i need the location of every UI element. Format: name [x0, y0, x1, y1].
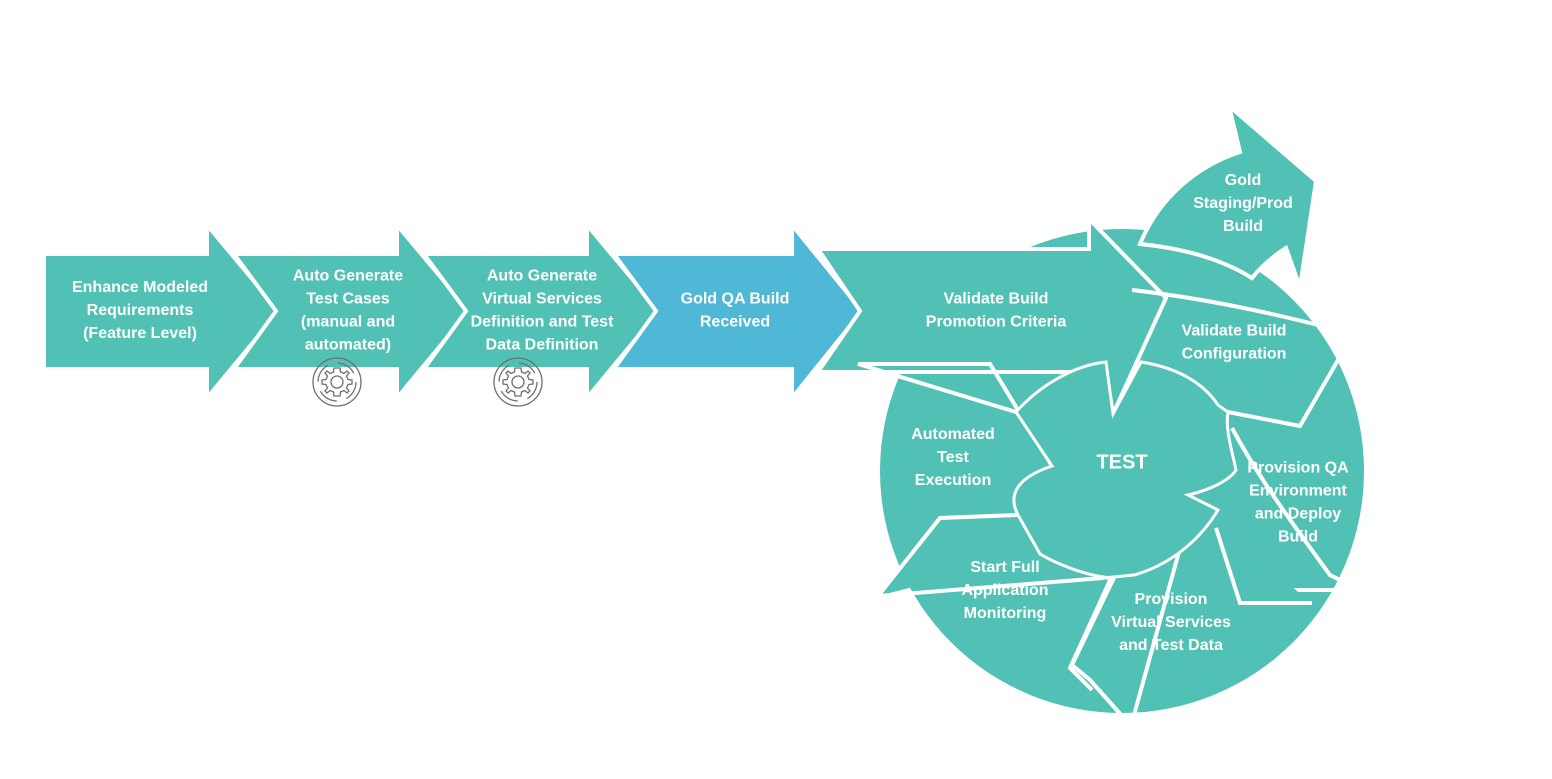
virtual-services-label-line: Auto Generate: [487, 268, 597, 285]
provision-qa-label-line: Environment: [1249, 483, 1347, 500]
validate-configuration-label-line: Validate Build: [1182, 323, 1287, 340]
test-cases-label-line: Auto Generate: [293, 268, 403, 285]
start-monitoring-label-line: Application: [961, 582, 1048, 599]
staging-prod-label-line: Staging/Prod: [1193, 195, 1293, 212]
automated-execution-label-line: Test: [937, 449, 969, 466]
test-cases-label-line: Test Cases: [306, 291, 389, 308]
provision-qa-label-line: Provision QA: [1247, 460, 1349, 477]
staging-prod-label-line: Build: [1223, 218, 1263, 235]
staging-prod-label-line: Gold: [1225, 172, 1261, 189]
validate-configuration-label-line: Configuration: [1182, 346, 1287, 363]
test-center-label: TEST: [1096, 451, 1147, 473]
pipeline-arrow-virtual-services: [420, 219, 662, 404]
virtual-services-label-line: Data Definition: [486, 337, 599, 354]
gold-qa-build-label-line: Gold QA Build: [681, 291, 790, 308]
provision-qa-label-line: Build: [1278, 529, 1318, 546]
start-monitoring-label-line: Start Full: [970, 559, 1039, 576]
automated-execution-label-line: Automated: [911, 426, 995, 443]
gold-qa-build-label-line: Received: [700, 314, 770, 331]
provision-virtual-services-label-line: Virtual Services: [1111, 614, 1231, 631]
enhance-requirements-label-line: Requirements: [87, 302, 194, 319]
test-hub: [1012, 360, 1238, 580]
cycle-separators: [857, 288, 1361, 731]
pipeline-arrow-gold-qa-build: [610, 219, 865, 404]
automated-execution-label-line: Execution: [915, 472, 991, 489]
test-cases-label-line: (manual and: [301, 314, 395, 331]
start-monitoring-label-line: Monitoring: [964, 605, 1047, 622]
test-cases-label-line: automated): [305, 337, 391, 354]
provision-qa-label-line: and Deploy: [1255, 506, 1341, 523]
promotion-criteria-label-line: Validate Build: [944, 291, 1049, 308]
enhance-requirements-label-line: (Feature Level): [83, 325, 197, 342]
provision-virtual-services-label-line: Provision: [1135, 591, 1208, 608]
staging-prod-arrow: [1137, 100, 1319, 288]
provision-virtual-services-label-line: and Test Data: [1119, 637, 1223, 654]
promotion-criteria-label-line: Promotion Criteria: [926, 314, 1067, 331]
enhance-requirements-label-line: Enhance Modeled: [72, 279, 208, 296]
pipeline-arrow-test-cases: [230, 219, 472, 404]
virtual-services-label-line: Virtual Services: [482, 291, 602, 308]
virtual-services-label-line: Definition and Test: [471, 314, 614, 331]
